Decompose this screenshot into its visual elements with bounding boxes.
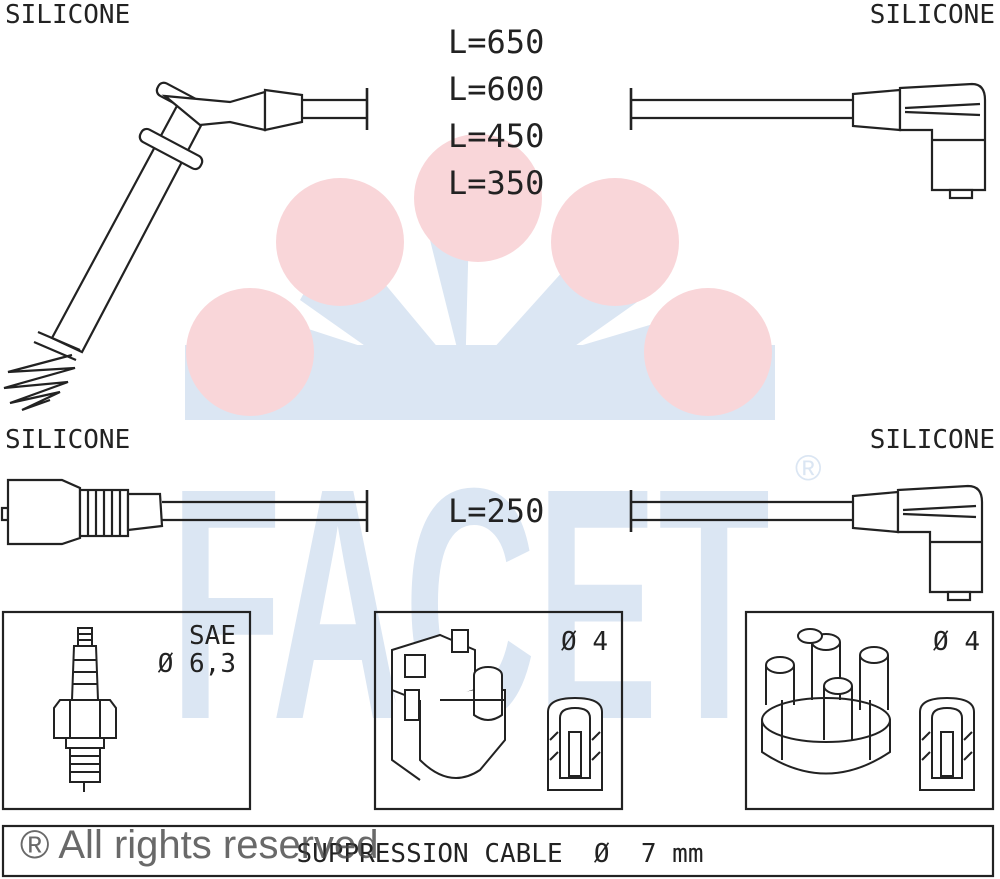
straight-terminal-connector <box>0 478 164 546</box>
logo-circles <box>186 134 772 416</box>
length-list: L=650 L=600 L=450 L=350 <box>448 23 544 202</box>
length-item: L=350 <box>448 164 544 202</box>
cable-terminal-icon <box>547 696 603 791</box>
facet-logo-watermark: FACET ® <box>170 134 822 788</box>
label-silicone-top-left: SILICONE <box>5 0 130 30</box>
angled-boot-connector <box>851 82 987 200</box>
middle-cable <box>0 478 984 602</box>
distributor-spec: Ø 4 <box>933 627 980 657</box>
plug-spec-line2: Ø 6,3 <box>158 649 236 679</box>
length-short: L=250 <box>448 492 544 530</box>
label-silicone-mid-right: SILICONE <box>870 425 995 455</box>
angled-boot-connector <box>851 484 984 602</box>
length-item: L=450 <box>448 117 544 155</box>
ignition-coil-panel: Ø 4 <box>373 610 624 811</box>
ignition-coil-icon <box>391 629 506 781</box>
copyright-watermark: ® All rights reserved <box>20 823 379 867</box>
plug-spec-line1: SAE <box>189 621 236 651</box>
cable-spec-bar: SUPPRESSION CABLE Ø 7 mm <box>1 824 995 878</box>
label-silicone-top-right: SILICONE <box>870 0 995 30</box>
label-silicone-mid-left: SILICONE <box>5 425 130 455</box>
length-item: L=600 <box>448 70 544 108</box>
coil-spec: Ø 4 <box>561 627 608 657</box>
top-cable <box>3 81 987 412</box>
distributor-cap-panel: Ø 4 <box>744 610 995 811</box>
length-item: L=650 <box>448 23 544 61</box>
cable-terminal-icon <box>919 696 975 791</box>
spark-plug-panel: SAE Ø 6,3 <box>1 610 252 811</box>
distributor-cap-icon <box>761 628 891 775</box>
straight-boot-connector <box>3 81 304 412</box>
cable-spec-text: SUPPRESSION CABLE Ø 7 mm <box>297 839 704 869</box>
spark-plug-icon <box>53 627 117 792</box>
logo-registered-mark: ® <box>795 447 822 488</box>
